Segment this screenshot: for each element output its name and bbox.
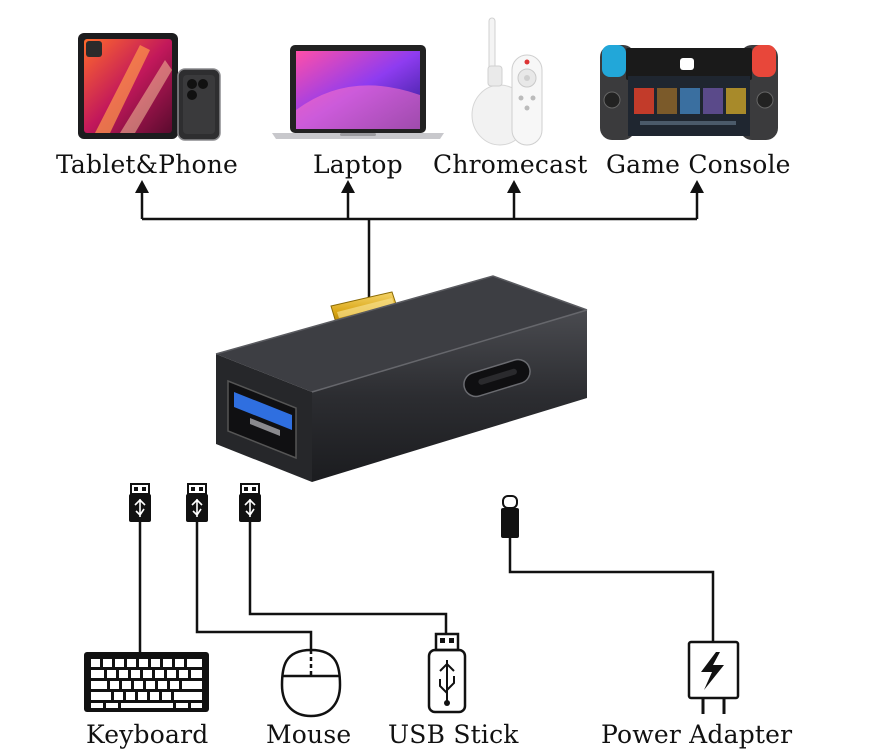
usb-a-plug-icon xyxy=(186,483,208,522)
game-console-icon xyxy=(600,45,778,140)
label-tablet-phone: Tablet&Phone xyxy=(56,150,239,179)
usb-a-plug-icon xyxy=(239,483,261,522)
usb-c-plug-icon xyxy=(501,495,519,538)
tablet-icon xyxy=(78,33,178,139)
label-keyboard: Keyboard xyxy=(86,720,209,749)
label-mouse: Mouse xyxy=(266,720,352,749)
mouse-icon xyxy=(280,648,342,718)
label-power-adapter: Power Adapter xyxy=(601,720,793,749)
usb-stick-icon xyxy=(427,632,467,714)
laptop-icon xyxy=(272,45,444,139)
label-chromecast: Chromecast xyxy=(433,150,588,179)
label-game-console: Game Console xyxy=(606,150,791,179)
usb-a-plug-icon xyxy=(129,483,151,522)
arrowheads xyxy=(135,180,704,193)
output-connector-lines xyxy=(140,190,699,298)
phone-icon xyxy=(177,68,221,141)
label-laptop: Laptop xyxy=(313,150,403,179)
usb-c-adapter-icon xyxy=(215,275,588,482)
power-adapter-icon xyxy=(687,640,740,714)
label-usb-stick: USB Stick xyxy=(388,720,519,749)
remote-icon xyxy=(511,54,543,146)
keyboard-icon xyxy=(84,652,209,712)
input-cables xyxy=(138,522,715,652)
